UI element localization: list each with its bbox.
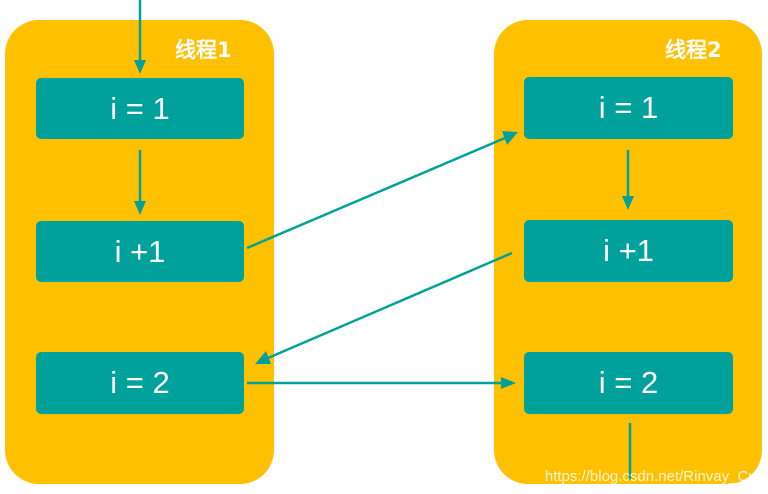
arrow-thread-1-write-to-thread-2-write	[247, 377, 516, 389]
thread-2-step-increment: i +1	[524, 220, 733, 282]
arrow-thread-1-increment-to-thread-2-read	[246, 131, 518, 250]
thread-2-step-write: i = 2	[524, 352, 733, 414]
thread-2-step-read: i = 1	[524, 77, 733, 139]
thread-1-step-increment: i +1	[36, 221, 244, 282]
thread-1-step-read: i = 1	[36, 78, 244, 139]
thread-1-step-write: i = 2	[36, 352, 244, 414]
arrow-entry-thread-1	[134, 0, 146, 74]
thread-2-title: 线程2	[665, 38, 722, 62]
arrow-thread-2-read-to-increment	[622, 150, 634, 210]
thread-1-title: 线程1	[175, 38, 232, 62]
arrow-thread-2-increment-to-thread-1-write	[255, 251, 513, 364]
arrow-thread-1-read-to-increment	[134, 150, 146, 215]
watermark-text: https://blog.csdn.net/Rinvay_Cui	[544, 468, 760, 485]
